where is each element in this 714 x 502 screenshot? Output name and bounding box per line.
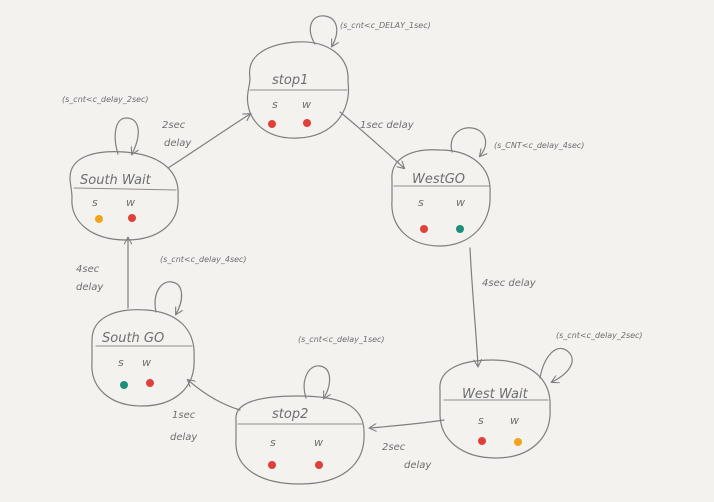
state-stop1-w-light [303, 119, 311, 127]
transition-westgo-to-westwait: 4sec delay [469, 247, 537, 366]
transition-stop1-to-westgo: 1sec delay [339, 111, 415, 168]
transition-southgo-to-southwait-label-2: delay [76, 282, 104, 293]
transition-stop2-to-southgo-label-2: delay [170, 432, 198, 443]
state-westgo: WestGO s w (s_CNT<c_delay_4sec) [391, 127, 584, 247]
state-westwait-w-label: w [510, 414, 519, 427]
transition-southwait-to-stop1: 2sec delay [162, 114, 250, 169]
state-westwait-w-light [514, 438, 522, 446]
state-stop1-self-loop-label: (s_cnt<c_DELAY_1sec) [340, 21, 431, 30]
state-southgo-self-loop [154, 281, 181, 314]
state-southwait-self-loop-label: (s_cnt<c_delay_2sec) [62, 95, 149, 104]
state-stop2-self-loop-label: (s_cnt<c_delay_1sec) [298, 335, 385, 344]
state-westgo-title: WestGO [412, 172, 465, 187]
state-westwait-self-loop [539, 347, 573, 382]
state-westwait-self-loop-label: (s_cnt<c_delay_2sec) [556, 331, 643, 340]
state-stop1-title: stop1 [272, 73, 308, 88]
transition-southwait-to-stop1-label-2: delay [164, 138, 192, 149]
state-southgo-w-label: w [142, 356, 151, 369]
transition-westwait-to-stop2-label-2: delay [404, 460, 432, 471]
state-southgo-title: South GO [102, 331, 164, 346]
transition-westwait-to-stop2: 2sec delay [370, 419, 445, 471]
state-westgo-w-label: w [456, 196, 465, 209]
transition-stop2-to-southgo: 1sec delay [170, 380, 241, 443]
state-stop1-self-loop [309, 15, 336, 46]
state-southgo: South GO s w (s_cnt<c_delay_4sec) [91, 255, 247, 407]
state-westgo-s-label: s [418, 196, 424, 209]
state-stop2-s-label: s [270, 436, 276, 449]
transition-southgo-to-southwait: 4sec delay [76, 238, 128, 309]
state-stop1-w-label: w [302, 98, 311, 111]
state-westgo-s-light [420, 225, 428, 233]
state-southwait-s-label: s [92, 196, 98, 209]
state-southwait-self-loop [114, 117, 139, 154]
state-southgo-self-loop-label: (s_cnt<c_delay_4sec) [160, 255, 247, 264]
state-southwait-title: South Wait [80, 173, 152, 188]
state-stop1-s-label: s [272, 98, 278, 111]
state-stop2: stop2 s w (s_cnt<c_delay_1sec) [235, 335, 385, 485]
state-stop2-w-light [315, 461, 323, 469]
state-southwait: South Wait s w (s_cnt<c_delay_2sec) [62, 95, 179, 241]
transition-southgo-to-southwait-label-1: 4sec [76, 264, 100, 275]
state-westgo-self-loop [450, 127, 485, 156]
state-southwait-w-light [128, 214, 136, 222]
transition-stop2-to-southgo-label-1: 1sec [172, 410, 196, 421]
transition-westwait-to-stop2-label-1: 2sec [382, 442, 406, 453]
state-stop1-s-light [268, 120, 276, 128]
state-stop2-self-loop [303, 365, 329, 398]
state-westwait: West Wait s w (s_cnt<c_delay_2sec) [439, 331, 643, 459]
state-stop2-title: stop2 [272, 407, 308, 422]
state-westgo-w-light [456, 225, 464, 233]
state-stop2-s-light [268, 461, 276, 469]
state-westwait-s-light [478, 437, 486, 445]
transition-southwait-to-stop1-label-1: 2sec [162, 120, 186, 131]
state-stop1: stop1 s w (s_cnt<c_DELAY_1sec) [246, 15, 431, 139]
state-southgo-s-label: s [118, 356, 124, 369]
transition-stop1-to-westgo-label: 1sec delay [360, 120, 415, 131]
state-westwait-s-label: s [478, 414, 484, 427]
state-southwait-w-label: w [126, 196, 135, 209]
state-southgo-s-light [120, 381, 128, 389]
state-westwait-title: West Wait [462, 387, 529, 402]
state-southwait-s-light [95, 215, 103, 223]
state-stop2-w-label: w [314, 436, 323, 449]
state-southgo-w-light [146, 379, 154, 387]
transition-westgo-to-westwait-label: 4sec delay [482, 278, 537, 289]
state-westgo-self-loop-label: (s_CNT<c_delay_4sec) [494, 141, 584, 150]
